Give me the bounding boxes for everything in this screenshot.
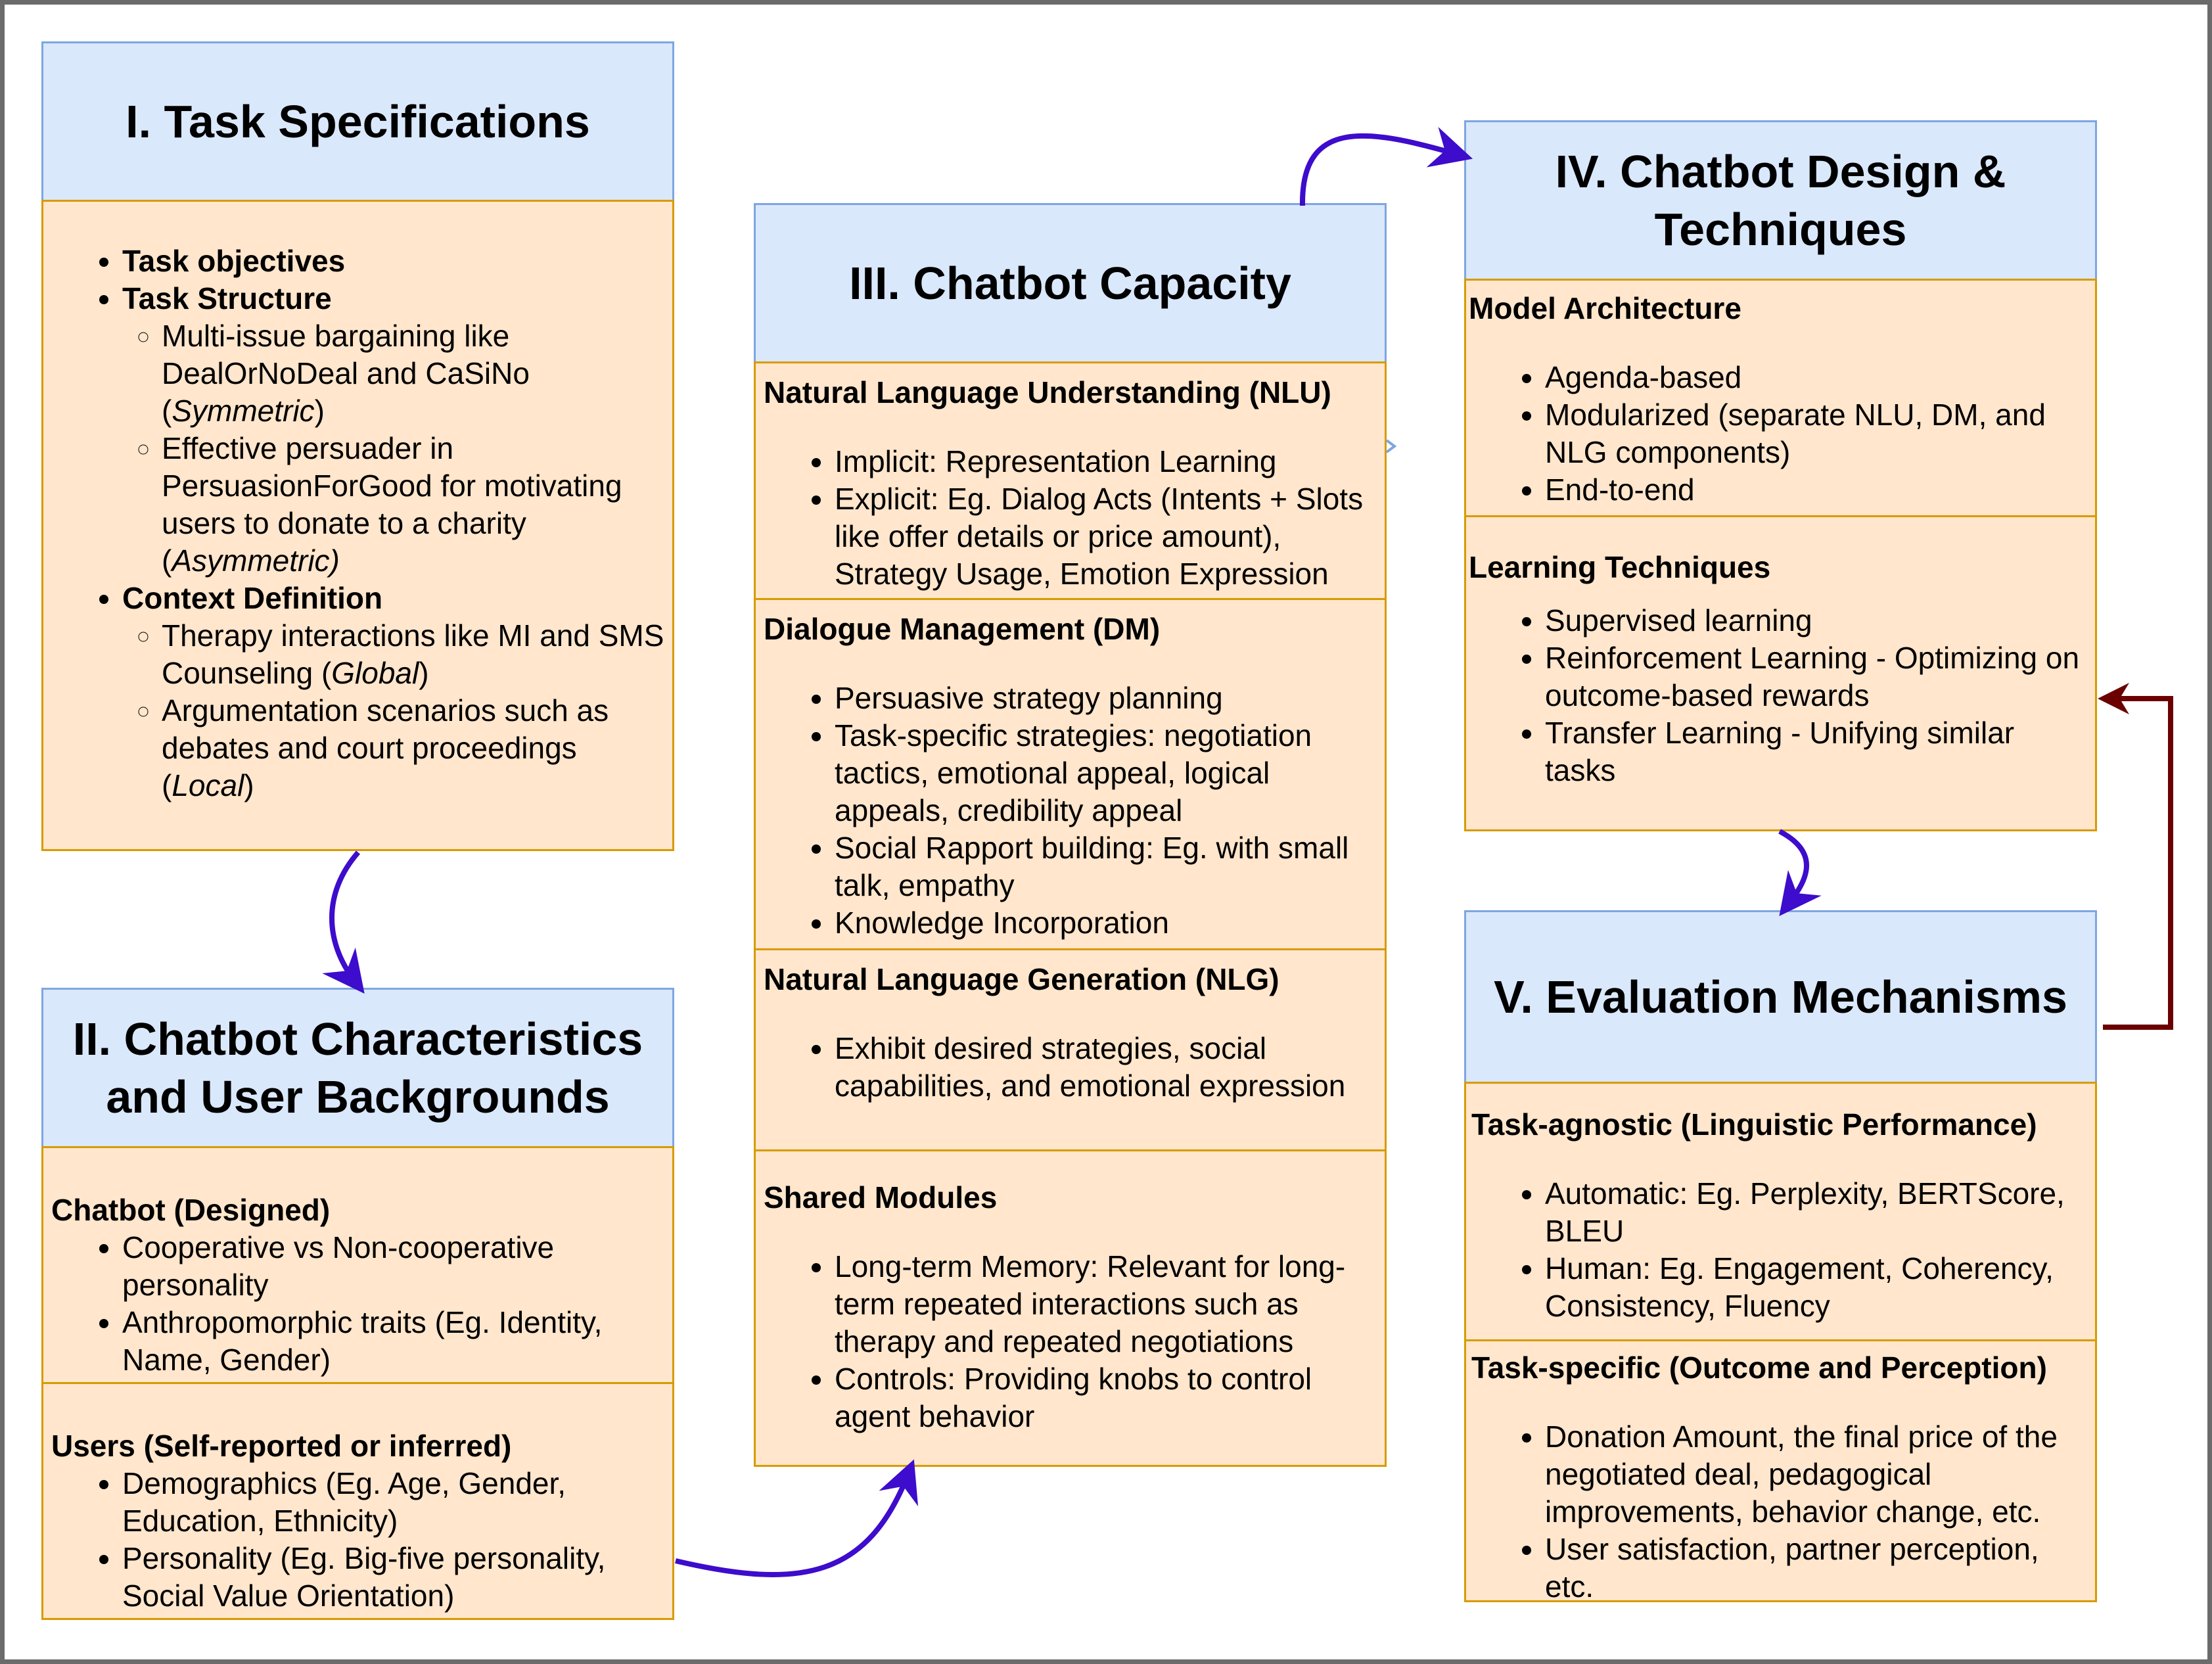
box2-bullet: Personality (Eg. Big-five personality, S…: [122, 1540, 666, 1615]
box1-subitem-persuader: Effective persuader in PersuasionForGood…: [162, 430, 666, 580]
box5-section-task-specific-title: Task-specific (Outcome and Perception): [1471, 1351, 2047, 1385]
connector-tick: [1385, 439, 1397, 453]
box5-bullet: Automatic: Eg. Perplexity, BERTScore, BL…: [1545, 1175, 2088, 1250]
box1-subitem-argumentation: Argumentation scenarios such as debates …: [162, 692, 666, 804]
box3-bullet: Social Rapport building: Eg. with small …: [835, 829, 1378, 904]
arrow-box4-to-box5: [1778, 829, 1822, 917]
box3-section-nlg-title: Natural Language Generation (NLG): [764, 962, 1279, 996]
box3-section-nlu-title: Natural Language Understanding (NLU): [764, 375, 1331, 409]
box2-section-chatbot-title: Chatbot (Designed): [51, 1193, 331, 1227]
box2-bullet: Anthropomorphic traits (Eg. Identity, Na…: [122, 1304, 666, 1379]
box3-section-shared: Shared Modules Long-term Memory: Relevan…: [754, 1149, 1387, 1467]
box5-bullet: User satisfaction, partner perception, e…: [1545, 1531, 2088, 1600]
box5-section-task-agnostic-title: Task-agnostic (Linguistic Performance): [1471, 1107, 2037, 1142]
box3-bullet: Exhibit desired strategies, social capab…: [835, 1030, 1378, 1105]
box4-bullet: Modularized (separate NLU, DM, and NLG c…: [1545, 396, 2088, 471]
box3-bullet: Long-term Memory: Relevant for long-term…: [835, 1248, 1378, 1360]
box3-section-dm-title: Dialogue Management (DM): [764, 612, 1161, 646]
box1-item-context-definition: Context Definition Therapy interactions …: [122, 580, 666, 804]
box4-bullet: Supervised learning: [1545, 602, 2088, 639]
box2-section-users: Users (Self-reported or inferred) Demogr…: [41, 1382, 674, 1620]
box5-header: V. Evaluation Mechanisms: [1464, 910, 2097, 1084]
arrow-box5-to-box4-feedback: [2098, 683, 2173, 1030]
box4-bullet: End-to-end: [1545, 471, 2088, 509]
box3-title: III. Chatbot Capacity: [849, 258, 1291, 309]
box5-bullet: Donation Amount, the final price of the …: [1545, 1418, 2088, 1531]
box4-section-architecture: Model Architecture Agenda-based Modulari…: [1464, 279, 2097, 517]
box1-header: I. Task Specifications: [41, 41, 674, 202]
box3-bullet: Controls: Providing knobs to control age…: [835, 1360, 1378, 1435]
box3-bullet: Task-specific strategies: negotiation ta…: [835, 717, 1378, 829]
box1-item-task-structure: Task Structure Multi-issue bargaining li…: [122, 280, 666, 580]
arrow-box1-to-box2: [322, 850, 365, 994]
box5-section-task-agnostic: Task-agnostic (Linguistic Performance) A…: [1464, 1082, 2097, 1341]
box3-bullet: Implicit: Representation Learning: [835, 443, 1378, 480]
box2-section-users-title: Users (Self-reported or inferred): [51, 1429, 512, 1463]
arrow-box3-to-box4: [1299, 127, 1473, 206]
box3-section-nlu: Natural Language Understanding (NLU) Imp…: [754, 361, 1387, 600]
box3-section-shared-title: Shared Modules: [764, 1180, 998, 1214]
box3-bullet: Knowledge Incorporation: [835, 904, 1378, 942]
box5-section-task-specific: Task-specific (Outcome and Perception) D…: [1464, 1339, 2097, 1602]
box3-bullet: Persuasive strategy planning: [835, 680, 1378, 717]
box2-bullet: Cooperative vs Non-cooperative personali…: [122, 1229, 666, 1304]
box2-bullet: Demographics (Eg. Age, Gender, Education…: [122, 1465, 666, 1540]
box4-bullet: Agenda-based: [1545, 359, 2088, 396]
box4-section-learning: Learning Techniques Supervised learning …: [1464, 515, 2097, 831]
box4-section-learning-title: Learning Techniques: [1469, 550, 1771, 584]
box3-header: III. Chatbot Capacity: [754, 203, 1387, 363]
box1-body: Task objectives Task Structure Multi-iss…: [41, 200, 674, 851]
box2-header: II. Chatbot Characteristics and User Bac…: [41, 988, 674, 1148]
box4-bullet: Transfer Learning - Unifying similar tas…: [1545, 714, 2088, 789]
box1-item-task-objectives: Task objectives: [122, 243, 666, 280]
box3-bullet: Explicit: Eg. Dialog Acts (Intents + Slo…: [835, 480, 1378, 593]
box2-title: II. Chatbot Characteristics and User Bac…: [72, 1013, 643, 1122]
box4-header: IV. Chatbot Design & Techniques: [1464, 120, 2097, 281]
arrow-box2-to-box3: [675, 1459, 919, 1577]
box4-title: IV. Chatbot Design & Techniques: [1555, 146, 2006, 255]
box4-section-architecture-title: Model Architecture: [1469, 291, 1741, 325]
box1-subitem-bargaining: Multi-issue bargaining like DealOrNoDeal…: [162, 317, 666, 430]
box5-bullet: Human: Eg. Engagement, Coherency, Consis…: [1545, 1250, 2088, 1325]
box3-section-dm: Dialogue Management (DM) Persuasive stra…: [754, 598, 1387, 950]
box4-bullet: Reinforcement Learning - Optimizing on o…: [1545, 639, 2088, 714]
box1-title: I. Task Specifications: [126, 96, 590, 147]
box5-title: V. Evaluation Mechanisms: [1494, 971, 2067, 1023]
box2-section-chatbot: Chatbot (Designed) Cooperative vs Non-co…: [41, 1146, 674, 1384]
box3-section-nlg: Natural Language Generation (NLG) Exhibi…: [754, 948, 1387, 1151]
box1-subitem-therapy: Therapy interactions like MI and SMS Cou…: [162, 617, 666, 692]
